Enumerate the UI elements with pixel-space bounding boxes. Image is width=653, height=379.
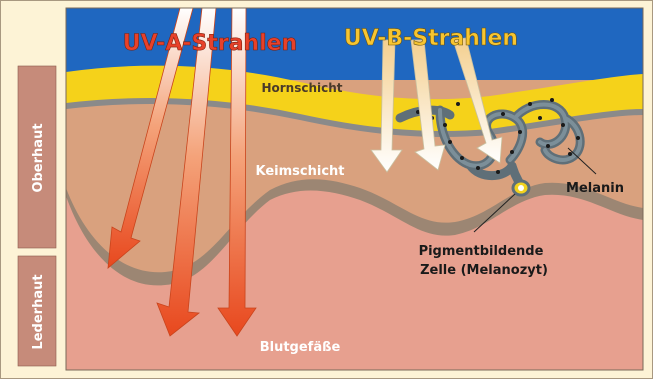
skin-panel — [66, 8, 643, 370]
keimschicht-label: Keimschicht — [256, 164, 345, 179]
lederhaut-text: Lederhaut — [31, 274, 46, 349]
pigment-label-line1: Pigmentbildende — [419, 244, 544, 259]
lederhaut-label: Lederhaut — [18, 256, 56, 366]
oberhaut-text: Oberhaut — [31, 123, 46, 192]
hornschicht-label: Hornschicht — [261, 81, 342, 95]
oberhaut-label: Oberhaut — [18, 66, 56, 248]
uva-title: UV-A-Strahlen — [123, 31, 297, 56]
melanin-label: Melanin — [566, 181, 624, 196]
uvb-title: UV-B-Strahlen — [344, 26, 518, 51]
pigment-label-line2: Zelle (Melanozyt) — [420, 263, 548, 278]
blutgefaesse-label: Blutgefäße — [260, 340, 341, 355]
